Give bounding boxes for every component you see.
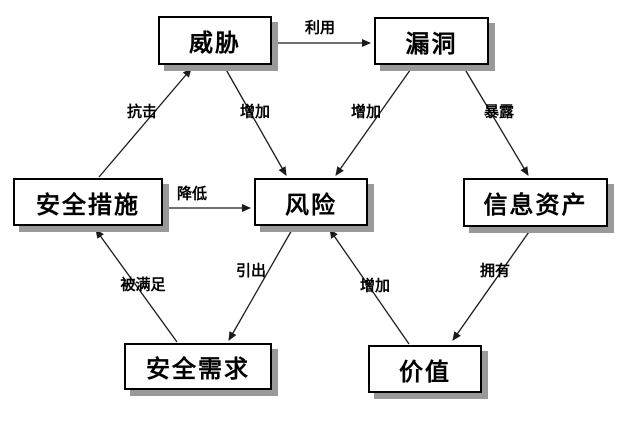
node-security-requirements: 安全需求	[124, 343, 272, 390]
edge-label-exploit: 利用	[304, 19, 336, 37]
node-vulnerability-label: 漏洞	[405, 30, 458, 58]
node-threat: 威胁	[158, 16, 272, 65]
edge-increase-vulnerability-risk-arrow	[335, 65, 414, 176]
edge-label-reduce: 降低	[176, 185, 208, 203]
node-value-label: 价值	[399, 358, 451, 386]
edge-resist-arrow	[98, 68, 192, 178]
node-threat-label: 威胁	[189, 30, 241, 57]
edge-expose-arrow	[462, 65, 529, 176]
edge-label-possess: 拥有	[479, 262, 511, 280]
edge-label-increase-value-risk: 增加	[359, 277, 391, 295]
node-information-assets-label: 信息资产	[483, 192, 588, 219]
edge-be-satisfied-arrow	[95, 229, 178, 343]
node-security-requirements-label: 安全需求	[146, 356, 250, 383]
edge-increase-threat-risk-arrow	[223, 65, 287, 176]
node-risk-label: 风险	[285, 191, 337, 219]
edge-label-resist: 抗击	[126, 103, 158, 121]
node-vulnerability: 漏洞	[374, 17, 489, 65]
edge-label-increase-threat-risk: 增加	[239, 103, 271, 121]
edge-label-be-satisfied: 被满足	[120, 276, 166, 294]
node-security-measures-label: 安全措施	[36, 191, 140, 219]
edge-label-increase-vulnerability-risk: 增加	[350, 103, 382, 121]
edge-lead-to-arrow	[228, 227, 294, 341]
node-security-measures: 安全措施	[13, 178, 163, 226]
edge-label-expose: 暴露	[483, 103, 515, 121]
node-value: 价值	[368, 345, 482, 393]
edge-label-lead-to: 引出	[235, 262, 267, 280]
node-information-assets: 信息资产	[463, 178, 608, 227]
edge-increase-value-risk-arrow	[329, 229, 410, 345]
node-risk: 风险	[254, 178, 368, 226]
edge-possess-arrow	[452, 228, 532, 341]
